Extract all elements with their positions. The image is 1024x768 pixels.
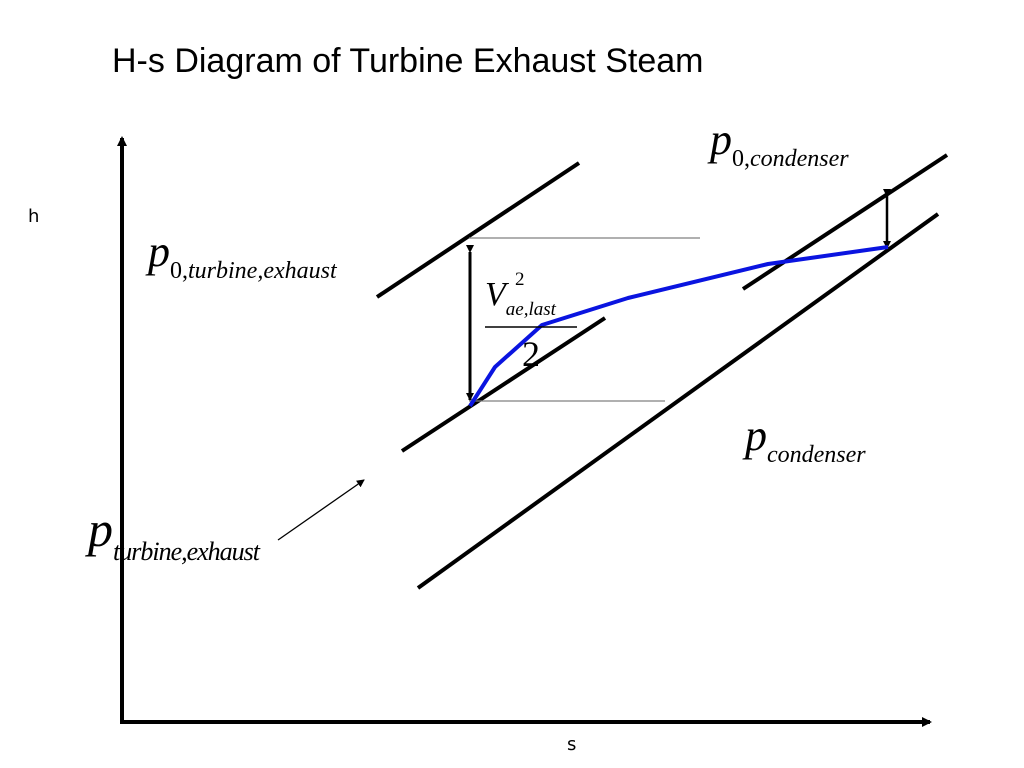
label-p-condenser-sub: condenser — [767, 442, 866, 468]
label-p-condenser: pcondenser — [745, 411, 866, 468]
turbine-exhaust-pointer-arrow — [277, 479, 365, 541]
label-p-condenser-symbol: p — [745, 411, 767, 460]
isobar-p-turbine-exhaust — [400, 316, 607, 453]
label-p0-condenser-sub-prefix: 0, — [732, 146, 750, 172]
isobar-p-condenser — [416, 212, 940, 590]
label-p0-condenser: p0,condenser — [710, 115, 849, 172]
label-p0-turbine-exhaust-sub-prefix: 0, — [170, 258, 188, 284]
label-p-turbine-exhaust-sub: turbine,exhaust — [113, 537, 260, 566]
label-p0-turbine-exhaust-symbol: p — [148, 227, 170, 276]
isobar-p0-turbine-exhaust — [375, 161, 581, 299]
velocity-head-denominator: 2 — [522, 334, 540, 374]
label-p0-turbine-exhaust-sub: turbine,exhaust — [188, 258, 337, 284]
label-p0-condenser-symbol: p — [710, 115, 732, 164]
page-title: H-s Diagram of Turbine Exhaust Steam — [112, 42, 704, 80]
velocity-head-subscript: ae,last — [505, 299, 556, 320]
label-p0-turbine-exhaust: p0,turbine,exhaust — [148, 227, 337, 284]
velocity-head-numerator: Vae,last 2 — [485, 270, 556, 319]
velocity-head-symbol: V — [485, 276, 506, 313]
label-p-turbine-exhaust-symbol: p — [88, 501, 113, 557]
h-axis-label: h — [28, 206, 40, 227]
s-axis-label: s — [567, 734, 577, 755]
label-p0-condenser-sub: condenser — [750, 146, 849, 172]
velocity-head-superscript: 2 — [515, 269, 525, 290]
label-p-turbine-exhaust: pturbine,exhaust — [88, 501, 260, 565]
isobar-p0-condenser — [741, 153, 949, 291]
expansion-process-path — [468, 245, 889, 408]
